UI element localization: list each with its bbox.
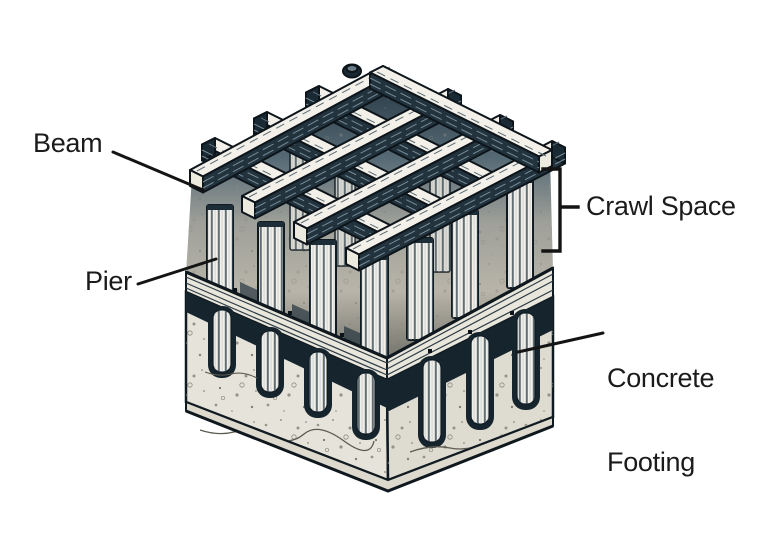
concrete-footing-leader-line [516, 331, 605, 354]
beam [369, 65, 553, 174]
embedded-pier [352, 369, 380, 440]
crawl-space-label: Crawl Space [586, 191, 736, 221]
pier-label: Pier [85, 266, 132, 296]
concrete-footing-label-line2: Footing [607, 447, 695, 477]
concrete-footing-label: Concrete Footing [607, 308, 714, 532]
beam [345, 140, 566, 272]
pier [360, 254, 389, 369]
pier [506, 177, 534, 289]
embedded-pier [466, 332, 494, 430]
beam-grid [189, 63, 566, 272]
concrete-footing-label-line1: Concrete [607, 363, 715, 393]
concrete-footing [184, 290, 555, 493]
corner-block-icon [342, 63, 362, 79]
embedded-pier [256, 327, 284, 398]
crawl-space-bracket [541, 167, 580, 253]
embedded-pier [512, 309, 540, 410]
sill-band [185, 266, 554, 382]
beam-label: Beam [33, 128, 103, 158]
pier [451, 209, 479, 319]
beam [241, 88, 462, 220]
pier-leader-line [136, 257, 218, 286]
beam-leader-line [111, 150, 205, 192]
embedded-pier [418, 356, 446, 448]
embedded-pier [304, 348, 332, 418]
embedded-pier [208, 306, 236, 378]
pier [309, 239, 337, 339]
annotations [111, 150, 605, 354]
pier [406, 237, 434, 341]
